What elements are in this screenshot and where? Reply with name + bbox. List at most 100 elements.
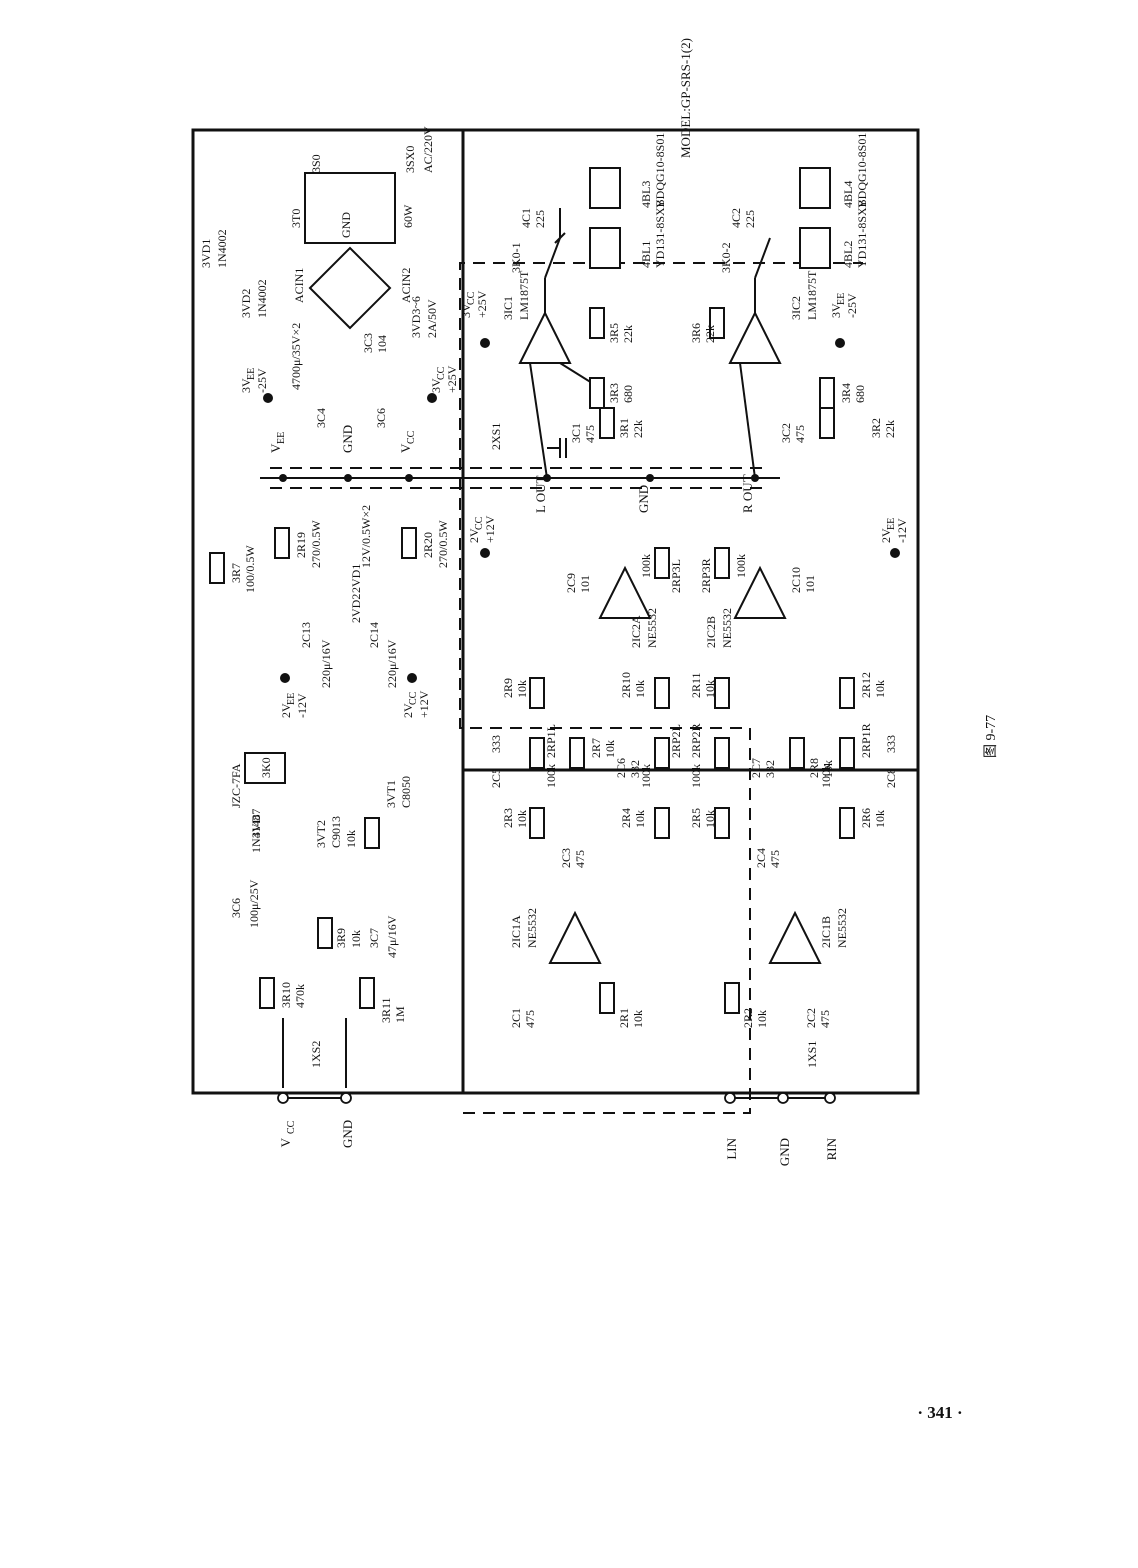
ic-3ic2: [728, 310, 782, 364]
reg-vee: 2V: [279, 703, 293, 718]
2r9-value: 10k: [515, 680, 529, 698]
2c8-value: 333: [884, 735, 898, 753]
3r3-label: 3R3: [607, 383, 621, 403]
regulator: 2R19 270/0.5W 2R20 270/0.5W 2VD1 2VD2 12…: [209, 505, 450, 718]
3ic2-vee-val: -25V: [845, 293, 859, 318]
4c1-value: 225: [533, 210, 547, 228]
ic-3ic1-type: LM1875T: [517, 270, 531, 320]
3vt1-label: 3VT1: [384, 780, 398, 808]
2r20-value: 270/0.5W: [436, 520, 450, 568]
2c14-value: 220μ/16V: [385, 639, 399, 688]
ic-2ic1b: [768, 910, 822, 964]
preamp: 2IC1A NE5532 2IC1B NE5532 2IC2A NE5532 2…: [467, 515, 909, 1028]
3k0-2-label: 3K0-2: [719, 242, 733, 273]
3r3-value: 680: [621, 385, 635, 403]
4bl4-label: 4BL4: [841, 181, 855, 208]
gnd-input-label: GND: [340, 1120, 355, 1148]
transformer-gnd: GND: [339, 212, 353, 238]
speaker-4bl2: [799, 227, 831, 269]
input-connectors: 1XS2 V CC GND 1XS1 LIN GND RIN: [277, 1018, 839, 1166]
3ic2-vee: 3V: [829, 303, 843, 318]
3k0-1-label: 3K0-1: [509, 242, 523, 273]
2c14-label: 2C14: [367, 622, 381, 648]
2r6-value: 10k: [873, 810, 887, 828]
pre-vee-sub: EE: [886, 518, 897, 530]
2c6-label: 2C6: [614, 758, 628, 778]
ic-3ic1-ref: 3IC1: [501, 296, 515, 320]
2r3-label: 2R3: [501, 808, 515, 828]
2r2-value: 10k: [755, 1010, 769, 1028]
supply-vcc-val: +25V: [445, 365, 459, 393]
2ic2b-type: NE5532: [720, 608, 734, 648]
4c2-label: 4C2: [729, 208, 743, 228]
supply-vcc: 3V: [429, 378, 443, 393]
2r11-value: 10k: [703, 680, 717, 698]
3vd2-label: 3VD2: [239, 289, 253, 318]
3s0-label: 3S0: [309, 154, 323, 173]
2c5-value: 333: [489, 735, 503, 753]
3r9-p-value: 10k: [349, 930, 363, 948]
reg-vcc: 2V: [401, 703, 415, 718]
3r2-label: 3R2: [869, 418, 883, 438]
2r4-label: 2R4: [619, 808, 633, 828]
power-supply: 3T0 60W GND 3SX0 AC/220V 3S0 ACIN1 ACIN2…: [199, 126, 459, 428]
2ic1b-ref: 2IC1B: [819, 916, 833, 948]
2rp3l-label: 2RP3L: [669, 559, 683, 593]
2ic1a-type: NE5532: [525, 908, 539, 948]
4bl3-label: 4BL3: [639, 181, 653, 208]
bus-vee: V: [268, 443, 283, 453]
3t0-label: 3T0: [289, 209, 303, 228]
2ic2a-type: NE5532: [645, 608, 659, 648]
2c10-label: 2C10: [789, 567, 803, 593]
3ic1-vcc-sub: CC: [466, 291, 477, 305]
2c1-label: 2C1: [509, 1008, 523, 1028]
4bl1-label: 4BL1: [639, 241, 653, 268]
2rp1r-value: 100k: [819, 764, 833, 788]
3r5-value: 22k: [621, 325, 635, 343]
supply-vee: 3V: [239, 378, 253, 393]
page-number: · 341 ·: [917, 1403, 962, 1422]
3r5-label: 3R5: [607, 323, 621, 343]
2ic2a-ref: 2IC2A: [629, 615, 643, 648]
2rp3l-value: 100k: [639, 554, 653, 578]
ic-2ic2b: [733, 565, 787, 619]
2c3-label: 2C3: [559, 848, 573, 868]
2r3-value: 10k: [515, 810, 529, 828]
2r5-value: 10k: [703, 810, 717, 828]
2r6-label: 2R6: [859, 808, 873, 828]
2rp1l-value: 100k: [544, 764, 558, 788]
reg-vcc-sub: CC: [408, 691, 419, 705]
2c8-label: 2C8: [884, 768, 898, 788]
2rp2l-label: 2RP2L: [669, 724, 683, 758]
3c7-p-label: 3C7: [367, 928, 381, 948]
3r10-p-label: 3R10: [279, 982, 293, 1008]
3r7-label: 3R7: [229, 563, 243, 583]
reg-vee-val: -12V: [295, 693, 309, 718]
2r12-label: 2R12: [859, 672, 873, 698]
2rp3r-label: 2RP3R: [699, 558, 713, 593]
3r11-p-label: 3R11: [379, 997, 393, 1023]
2r10-value: 10k: [633, 680, 647, 698]
rotated-schematic: 1XS2 V CC GND 1XS1 LIN GND RIN V EE: [191, 38, 999, 1166]
2c13-value: 220μ/16V: [319, 639, 333, 688]
2r1-value: 10k: [631, 1010, 645, 1028]
acin1-label: ACIN1: [292, 268, 306, 303]
3vt2-type: C9013: [329, 816, 343, 848]
2ic2b-ref: 2IC2B: [704, 616, 718, 648]
3c6-p-label: 3C6: [229, 898, 243, 918]
ic-3ic2-type: LM1875T: [805, 270, 819, 320]
model-label: MODEL:GP-SRS-1(2): [678, 38, 693, 158]
2r12-value: 10k: [873, 680, 887, 698]
3t0-power: 60W: [401, 204, 415, 228]
speaker-4bl3: [589, 167, 621, 209]
supply-vee-val: -25V: [255, 368, 269, 393]
speaker-4bl4: [799, 167, 831, 209]
pre-vcc-val: +12V: [483, 515, 497, 543]
3vt2-label: 3VT2: [314, 820, 328, 848]
2rp2l-value: 100k: [639, 764, 653, 788]
pre-vee-val: -12V: [895, 518, 909, 543]
bridge-label: 3VD3~6: [409, 296, 423, 338]
2r7-label: 2R7: [589, 738, 603, 758]
3r9-p-label: 3R9: [334, 928, 348, 948]
2r19-value: 270/0.5W: [309, 520, 323, 568]
